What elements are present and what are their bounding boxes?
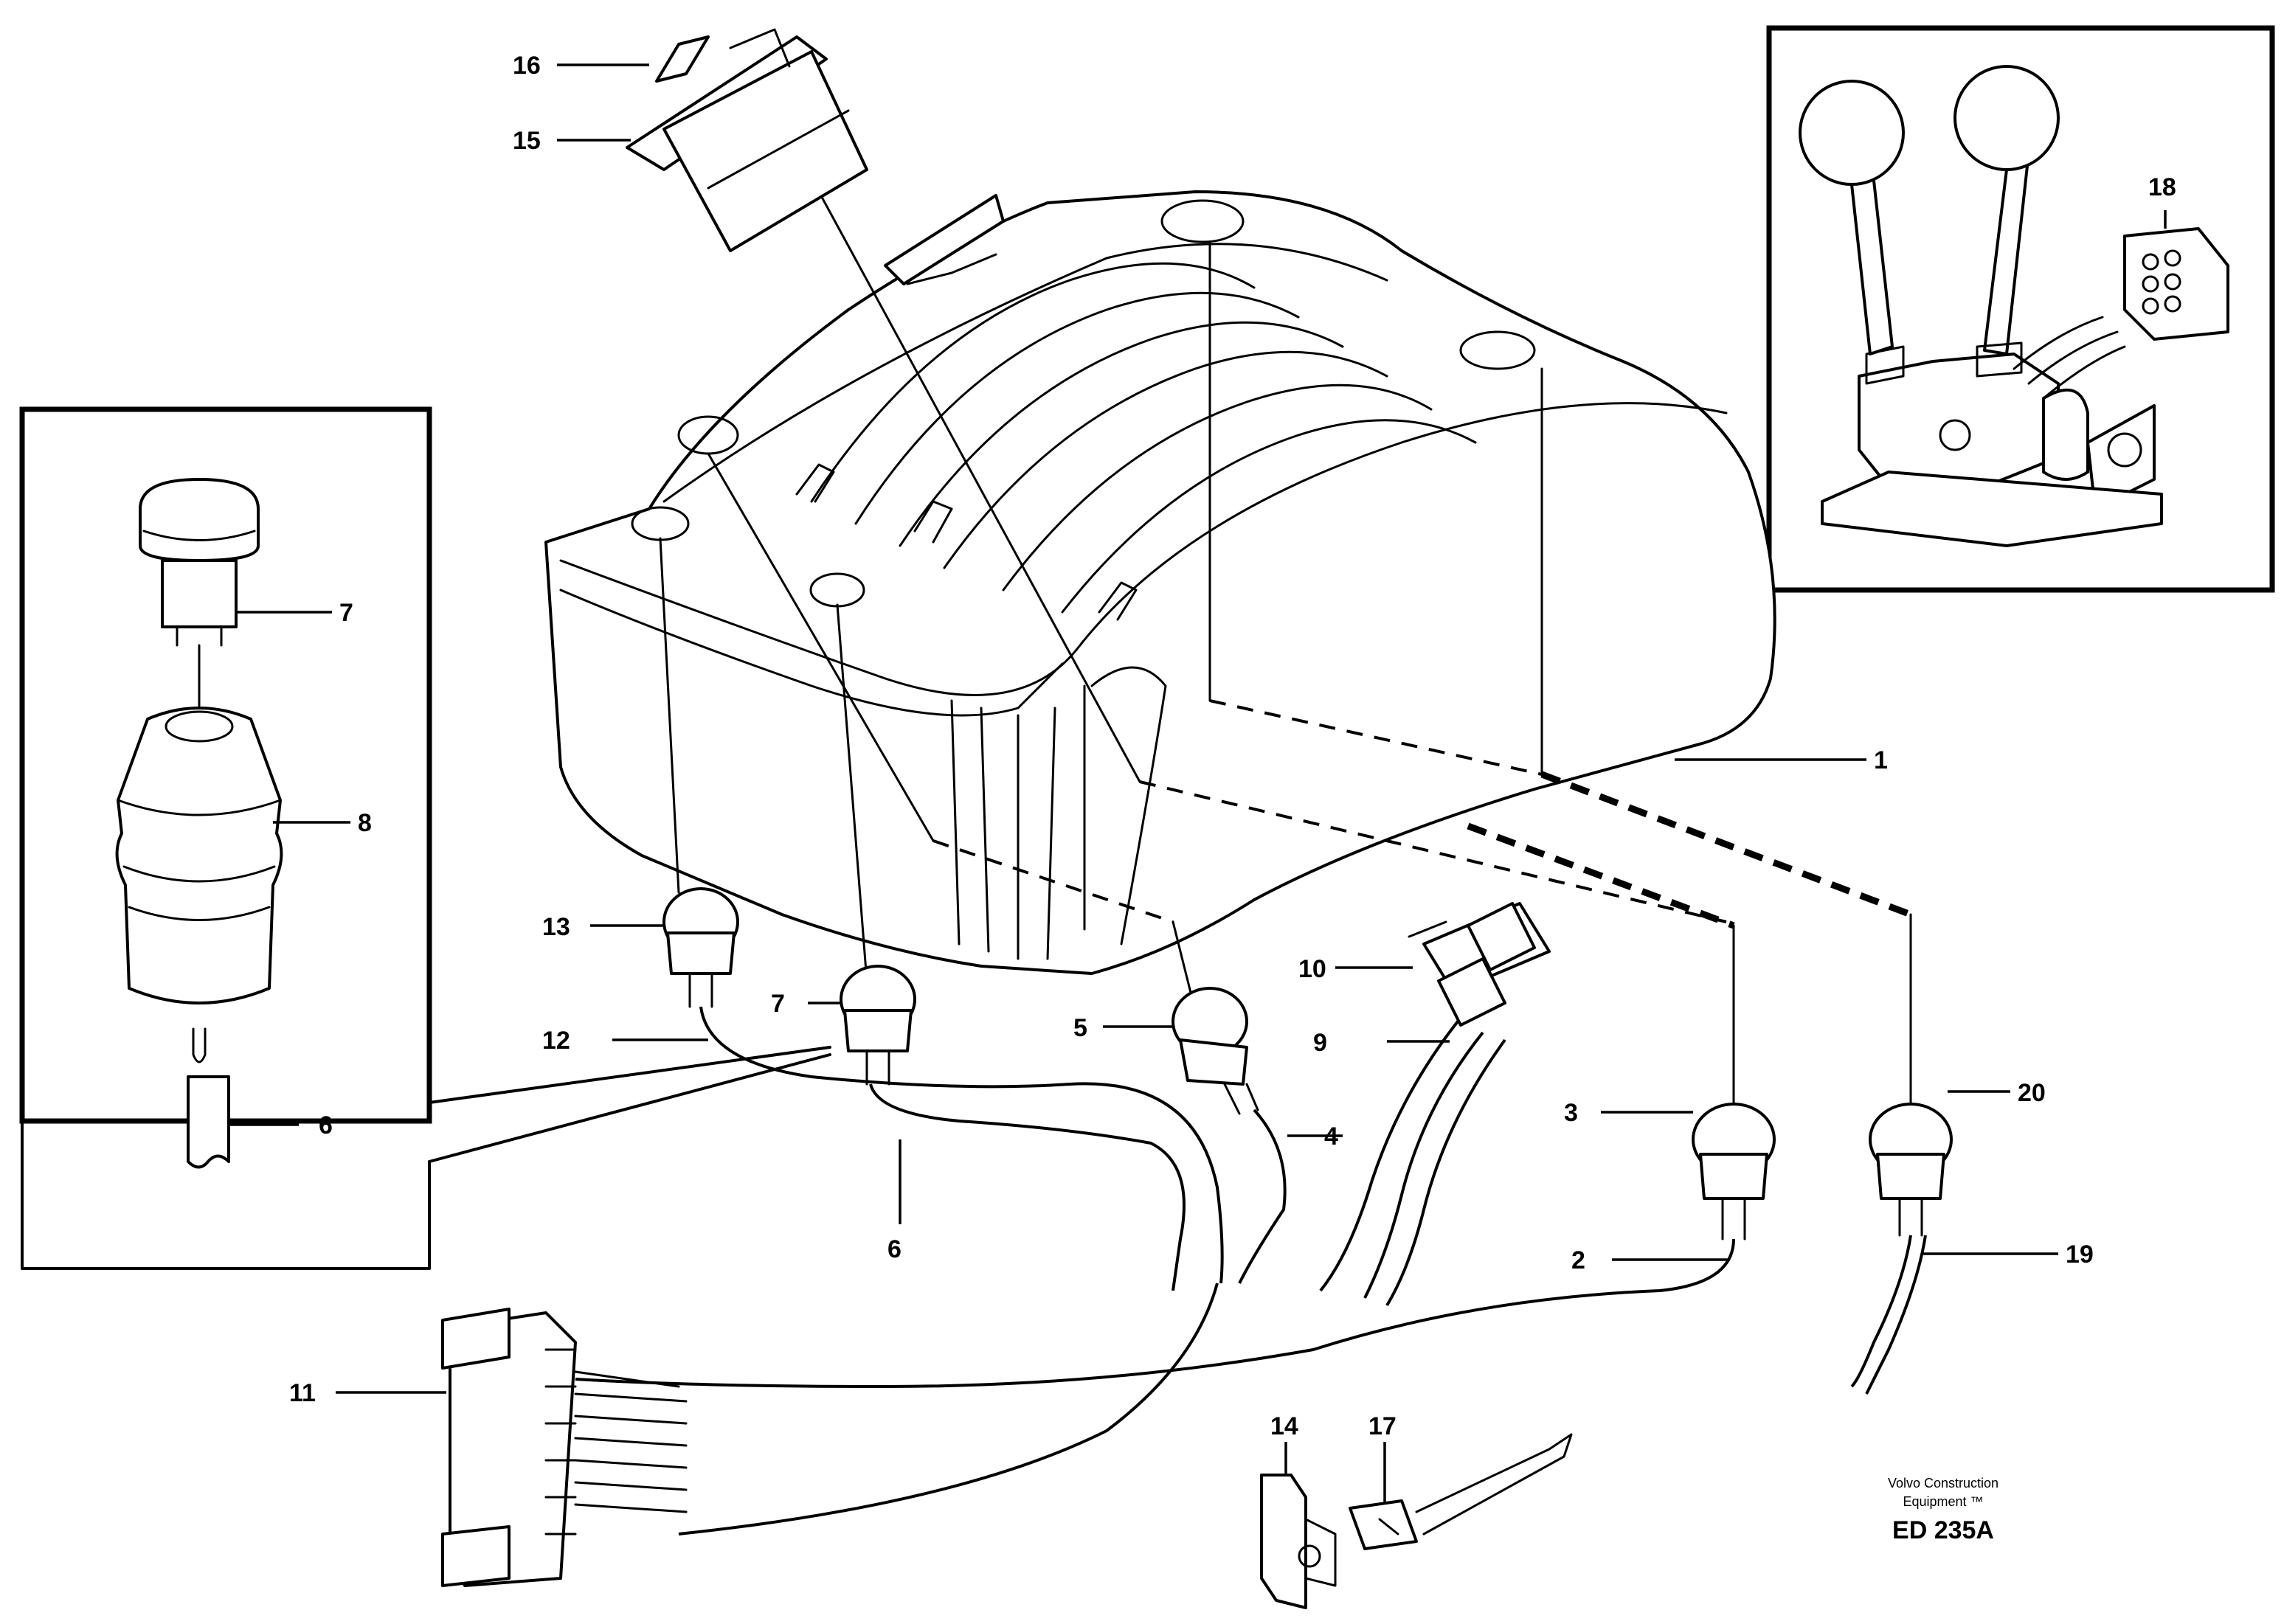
label-13: 13	[542, 913, 570, 941]
publisher-caption: Volvo Construction Equipment ™ ED 235A	[1888, 1476, 1998, 1544]
caption-line1: Volvo Construction	[1888, 1476, 1998, 1491]
label-10: 10	[1298, 955, 1326, 983]
label-7-main: 7	[771, 990, 785, 1018]
drawing-code: ED 235A	[1892, 1516, 1994, 1544]
label-19: 19	[2066, 1240, 2094, 1269]
pushbutton-3	[1601, 1103, 1776, 1240]
label-7-inset: 7	[339, 599, 353, 627]
label-9: 9	[1313, 1029, 1327, 1057]
label-12: 12	[542, 1027, 570, 1055]
label-20: 20	[2018, 1079, 2046, 1107]
label-3: 3	[1564, 1099, 1578, 1127]
pushbutton-7	[808, 965, 916, 1086]
pushbutton-20	[1869, 1090, 2010, 1237]
label-16: 16	[513, 52, 541, 80]
connector-10	[1335, 902, 1551, 1027]
console-housing	[544, 190, 1912, 1108]
cable-tie-17	[1349, 1433, 1573, 1550]
pushbutton-13	[590, 887, 739, 1008]
label-18: 18	[2148, 173, 2176, 201]
clip-14	[1260, 1442, 1337, 1609]
label-8: 8	[358, 809, 372, 837]
label-6-inset: 6	[319, 1111, 333, 1139]
label-4: 4	[1324, 1122, 1338, 1151]
detail-inset-pushbutton	[19, 406, 831, 1270]
label-15: 15	[513, 127, 541, 155]
label-11: 11	[289, 1379, 316, 1407]
label-5: 5	[1073, 1014, 1087, 1042]
label-2: 2	[1571, 1246, 1585, 1274]
connector-11	[336, 1308, 688, 1587]
rocker-switch	[557, 28, 868, 252]
label-1: 1	[1874, 746, 1888, 774]
caption-line2: Equipment ™	[1903, 1494, 1983, 1509]
wiring-harness	[575, 1006, 2058, 1535]
part-labels: 1 2 3 4 5 6 6 7 7 8 9 10 11 12 13 14 15 …	[289, 52, 2176, 1440]
label-6-main: 6	[887, 1235, 902, 1263]
pushbutton-5	[1103, 987, 1259, 1115]
label-14: 14	[1270, 1412, 1298, 1440]
label-17: 17	[1368, 1412, 1397, 1440]
detail-inset-control-levers	[1766, 25, 2275, 593]
